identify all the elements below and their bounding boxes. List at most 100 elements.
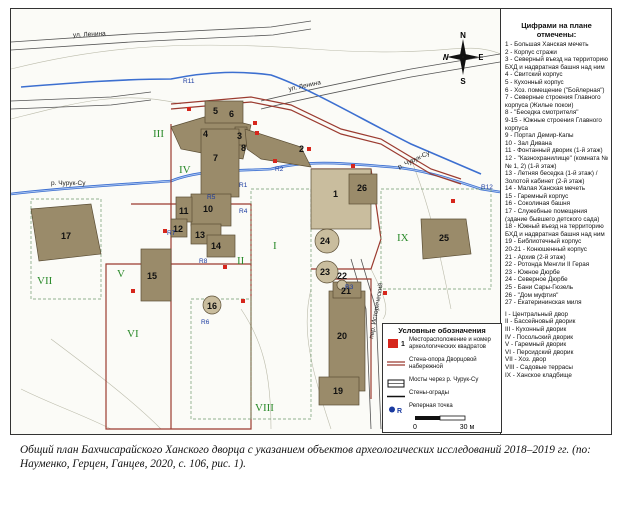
building-legend-item: 20-21 - Конюшенный корпус: [505, 246, 587, 254]
bridge-R12: R12: [481, 184, 493, 191]
compass-w: W: [443, 53, 449, 62]
map-num-20: 20: [337, 331, 347, 341]
zone-legend-item: III - Кухонный дворик: [505, 325, 567, 333]
building-legend-item: 27 - Екатерининская миля: [505, 299, 582, 307]
convention-embankment: Стена-опора Дворцовой набережной: [383, 357, 501, 377]
figure-caption: Общий план Бахчисарайского Ханского двор…: [20, 444, 591, 470]
map-num-23: 23: [320, 267, 330, 277]
scale-zero: 0: [413, 424, 417, 431]
building-legend-item: 21 - Архив (2-й этаж): [505, 253, 566, 261]
scale-bar-icon: 0 30 м: [413, 415, 475, 431]
building-22: [336, 279, 348, 291]
map-num-15: 15: [147, 271, 157, 281]
building-legend-item: 22 - Ротонда Менгли II Герая: [505, 261, 590, 269]
building-legend-item: 9 - Портал Демир-Капы: [505, 132, 574, 140]
map-num-4: 4: [203, 129, 208, 139]
building-24: [314, 228, 340, 254]
river-label-1: р. Чурук-Су: [51, 180, 86, 187]
building-legend-item: 2 - Корпус стражи: [505, 48, 557, 56]
map-num-7: 7: [213, 153, 218, 163]
bridge-R3: R3: [345, 284, 354, 291]
building-15: [140, 248, 172, 302]
building-numbers: 1 2 3 4 5 6 7 8 10 11 12 13 14 15 16 17 …: [61, 106, 449, 396]
conventions-title: Условные обозначения: [398, 326, 486, 335]
convention-bridges-text: Мосты через р. Чурук-Су: [409, 377, 479, 383]
zone-legend-item: I - Центральный двор: [505, 310, 569, 318]
compass-s: S: [460, 77, 466, 85]
benchmark-point-icon: R: [389, 406, 402, 414]
svg-text:1: 1: [401, 341, 405, 348]
map-num-10: 10: [203, 204, 213, 214]
convention-squares: 1 Месторасположение и номер археологичес…: [383, 337, 501, 357]
building-legend-item: 9-15 - Южные строения Главного корпуса: [505, 116, 602, 132]
map-num-16: 16: [207, 301, 217, 311]
building-legend-item: 11 - Фонтанный дворик (1-й этаж): [505, 147, 603, 155]
conventions-legend: Условные обозначения 1 Месторасположение…: [382, 323, 502, 433]
building-7: [200, 128, 240, 198]
map-num-1: 1: [333, 189, 338, 199]
embankment-wall-icon: [387, 361, 405, 366]
building-5: [204, 100, 244, 124]
map-num-21: 21: [341, 286, 351, 296]
zone-III: III: [153, 128, 164, 140]
map-num-14: 14: [211, 241, 221, 251]
bridge-R7: R7: [167, 230, 176, 237]
bridge-R11-top: R11: [183, 78, 195, 85]
building-legend-item: 16 - Соколиная башня: [505, 200, 571, 208]
map-num-11: 11: [179, 206, 189, 216]
building-legend-item: 3 - Северный въезд на территорию БХД и н…: [505, 56, 608, 71]
building-12: [170, 218, 188, 238]
building-legend-item: 19 - Библиотечный корпус: [505, 238, 582, 246]
convention-embankment-text: Стена-опора Дворцовой набережной: [409, 357, 477, 370]
compass-e: E: [478, 53, 483, 62]
zone-VI: VI: [127, 328, 139, 340]
zone-legend-item: VIII - Садовые террасы: [505, 363, 573, 371]
arch-squares: [131, 107, 455, 303]
bridge-R5: R5: [207, 194, 216, 201]
map-num-17: 17: [61, 231, 71, 241]
map-num-19: 19: [333, 386, 343, 396]
map-num-12: 12: [173, 224, 183, 234]
bridge-R6: R6: [201, 319, 210, 326]
zone-outlines: [30, 188, 492, 420]
map-num-8: 8: [241, 143, 246, 153]
building-legend-item: 24 - Северное Дюрбе: [505, 276, 568, 284]
building-legend-item: 7 - Северные строения Главного корпуса (…: [505, 94, 601, 109]
roads: [11, 20, 501, 430]
building-legend-item: 14 - Малая Ханская мечеть: [505, 185, 585, 193]
map-num-25: 25: [439, 233, 449, 243]
map-drawing: ул. Ленина ул. Ленина р. Чурук-Су р. Чур…: [11, 20, 502, 430]
legend-title: Цифрами на плане отмечены:: [521, 21, 592, 39]
map-num-6: 6: [229, 109, 234, 119]
building-26: [348, 173, 378, 205]
map-num-22: 22: [337, 271, 347, 281]
building-23: [315, 260, 339, 284]
convention-walls: Стены-ограды: [383, 390, 501, 403]
compass-rose: N S W E: [441, 29, 484, 86]
zone-IX: IX: [397, 232, 409, 244]
bridge-R1: R1: [239, 182, 248, 189]
convention-bridges: Мосты через р. Чурук-Су: [383, 377, 501, 390]
building-20: [328, 290, 366, 392]
map-num-26: 26: [357, 183, 367, 193]
building-10: [190, 193, 232, 227]
building-legend-item: 4 - Свитский корпус: [505, 71, 563, 79]
zone-legend-item: VI - Персидский дворик: [505, 348, 574, 356]
compass-icon: N S W E: [441, 31, 484, 86]
building-19: [318, 376, 360, 406]
river-churuk-su: [11, 71, 501, 196]
red-square-icon: 1: [388, 339, 405, 348]
zone-legend-item: VII - Хоз. двор: [505, 356, 547, 364]
street-lenina-1: ул. Ленина: [73, 30, 107, 39]
map-num-3: 3: [237, 131, 242, 141]
scale-end: 30 м: [460, 424, 475, 431]
rotundas: [202, 228, 348, 315]
building-legend-item: 6 - Хоз. помещение ("Бойлерная"): [505, 86, 605, 94]
building-legend-item: 15 - Гаремный корпус: [505, 192, 569, 200]
numbered-legend: Цифрами на плане отмечены: 1 - Большая Х…: [500, 9, 611, 434]
svg-text:R: R: [397, 408, 402, 414]
convention-benchmark: R Реперная точка: [383, 403, 501, 416]
bridge-icon: [387, 379, 405, 388]
building-legend-item: 25 - Бани Сары-Гюзель: [505, 284, 574, 291]
